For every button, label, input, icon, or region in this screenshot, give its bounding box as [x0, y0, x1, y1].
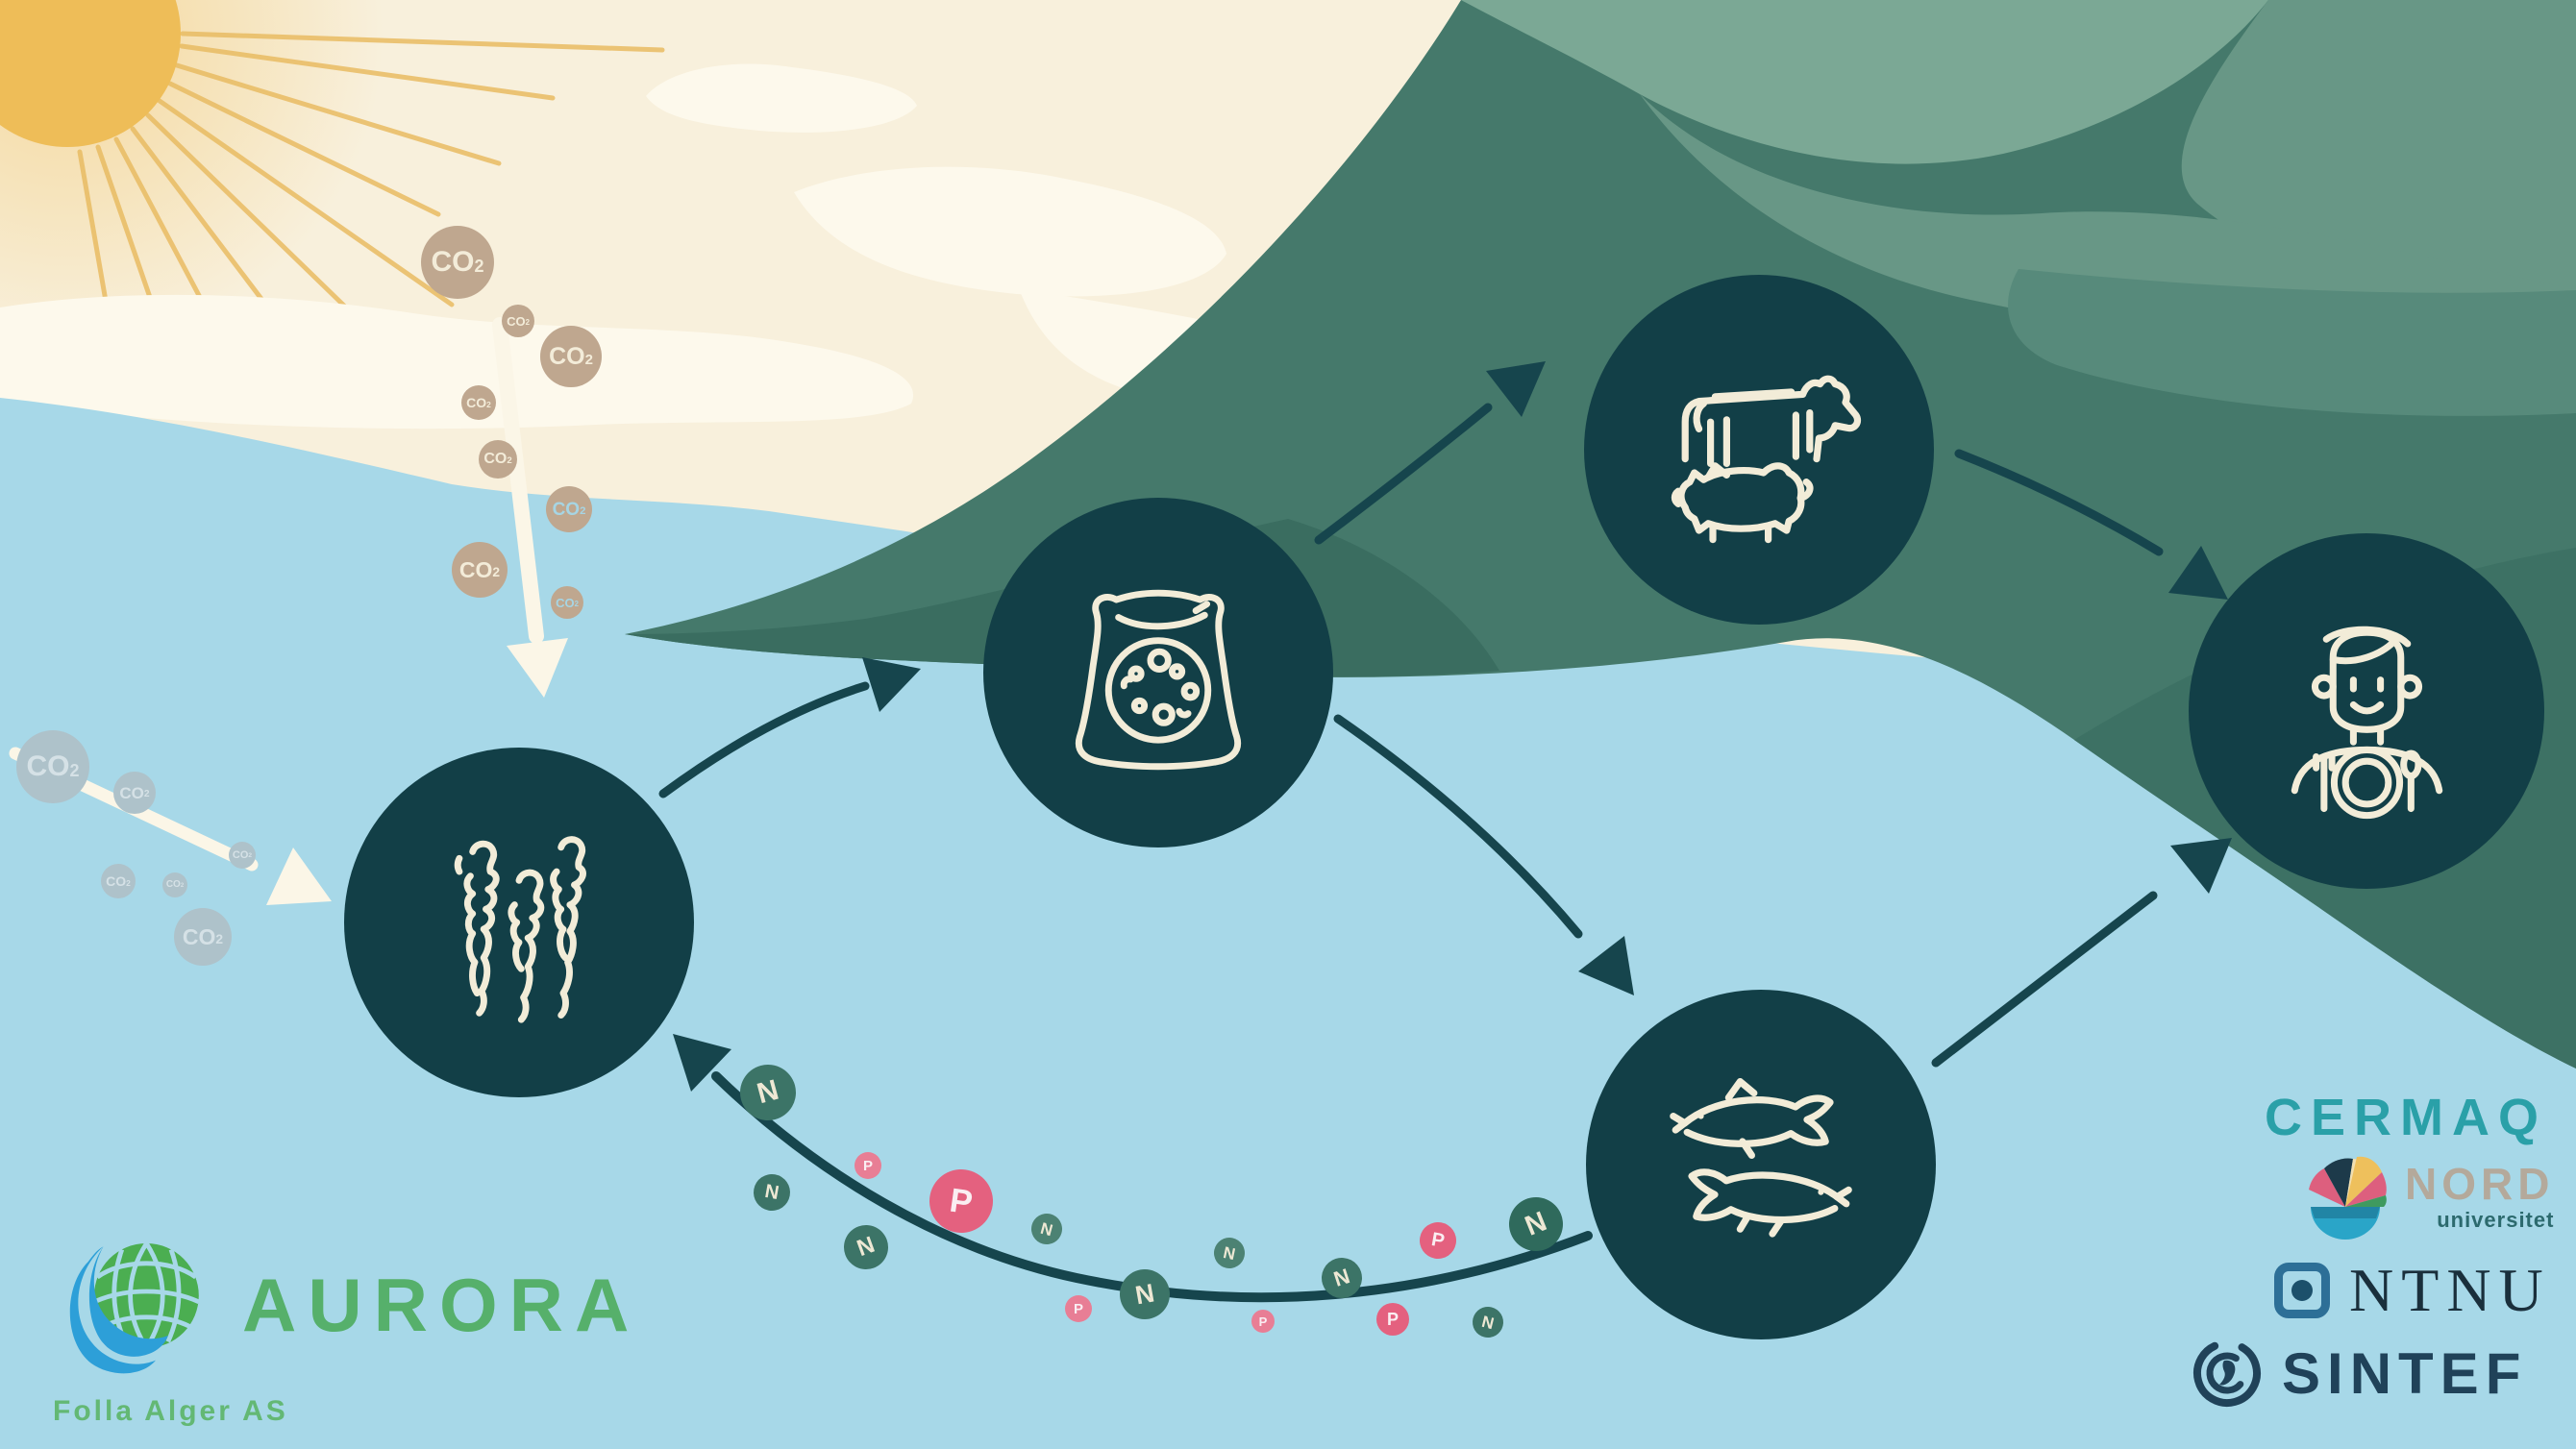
- aurora-name: AURORA: [242, 1262, 641, 1347]
- fish-icon: [1670, 1078, 1852, 1238]
- nord-subtitle: universitet: [2437, 1208, 2555, 1232]
- arrow-fish-to-human: [1931, 891, 2158, 1068]
- cycle-arrowheads: [673, 361, 2232, 1092]
- nutrient-bubble: P: [1251, 1310, 1275, 1333]
- arrow-feed-to-fish: [1333, 714, 1583, 939]
- sun-icon: [0, 0, 181, 147]
- arrow-livestock-to-human: [1954, 449, 2164, 556]
- cow-pig-icon: [1671, 375, 1862, 544]
- nord-logo: NORD universitet: [2299, 1151, 2554, 1240]
- ntnu-icon: [2274, 1263, 2330, 1318]
- nutrient-bubble: P: [855, 1152, 881, 1179]
- nutrient-bubble: P: [1376, 1303, 1409, 1336]
- node-livestock: [1584, 275, 1934, 625]
- nord-name: NORD: [2405, 1159, 2555, 1209]
- arrow-feed-to-livestock: [1314, 403, 1493, 545]
- node-feed-bag: [983, 498, 1333, 847]
- node-fish: [1586, 990, 1936, 1339]
- ntnu-name: NTNU: [2349, 1256, 2551, 1324]
- arrow-fish-to-seaweed-nutrients: [711, 1071, 1593, 1303]
- ntnu-logo: NTNU: [2274, 1255, 2551, 1326]
- node-human: [2189, 533, 2544, 889]
- aurora-logo: AURORA: [63, 1228, 640, 1382]
- arrow-co2-sky-to-sea: [492, 317, 544, 644]
- arrow-seaweed-to-feed: [658, 681, 870, 798]
- sintef-name: SINTEF: [2282, 1340, 2528, 1406]
- sintef-logo: SINTEF: [2190, 1336, 2527, 1411]
- sintef-swirl-icon: [2193, 1339, 2261, 1407]
- cermaq-logo: CERMAQ: [2265, 1089, 2547, 1146]
- nutrient-bubble: P: [1065, 1295, 1092, 1322]
- mountain-band-mid: [2181, 0, 2576, 292]
- mountain-band-light: [1461, 0, 2268, 164]
- folla-alger-label: Folla Alger AS: [53, 1395, 288, 1427]
- globe-icon: [69, 1241, 200, 1374]
- seaweed-icon: [454, 836, 586, 1023]
- feed-bag-icon: [1075, 589, 1242, 771]
- mountain-band-low: [2008, 269, 2576, 416]
- node-seaweed: [344, 748, 694, 1097]
- person-plate-icon: [2291, 626, 2442, 819]
- cycle-arrows: [658, 403, 2164, 1303]
- nord-flower-icon: [2309, 1156, 2387, 1240]
